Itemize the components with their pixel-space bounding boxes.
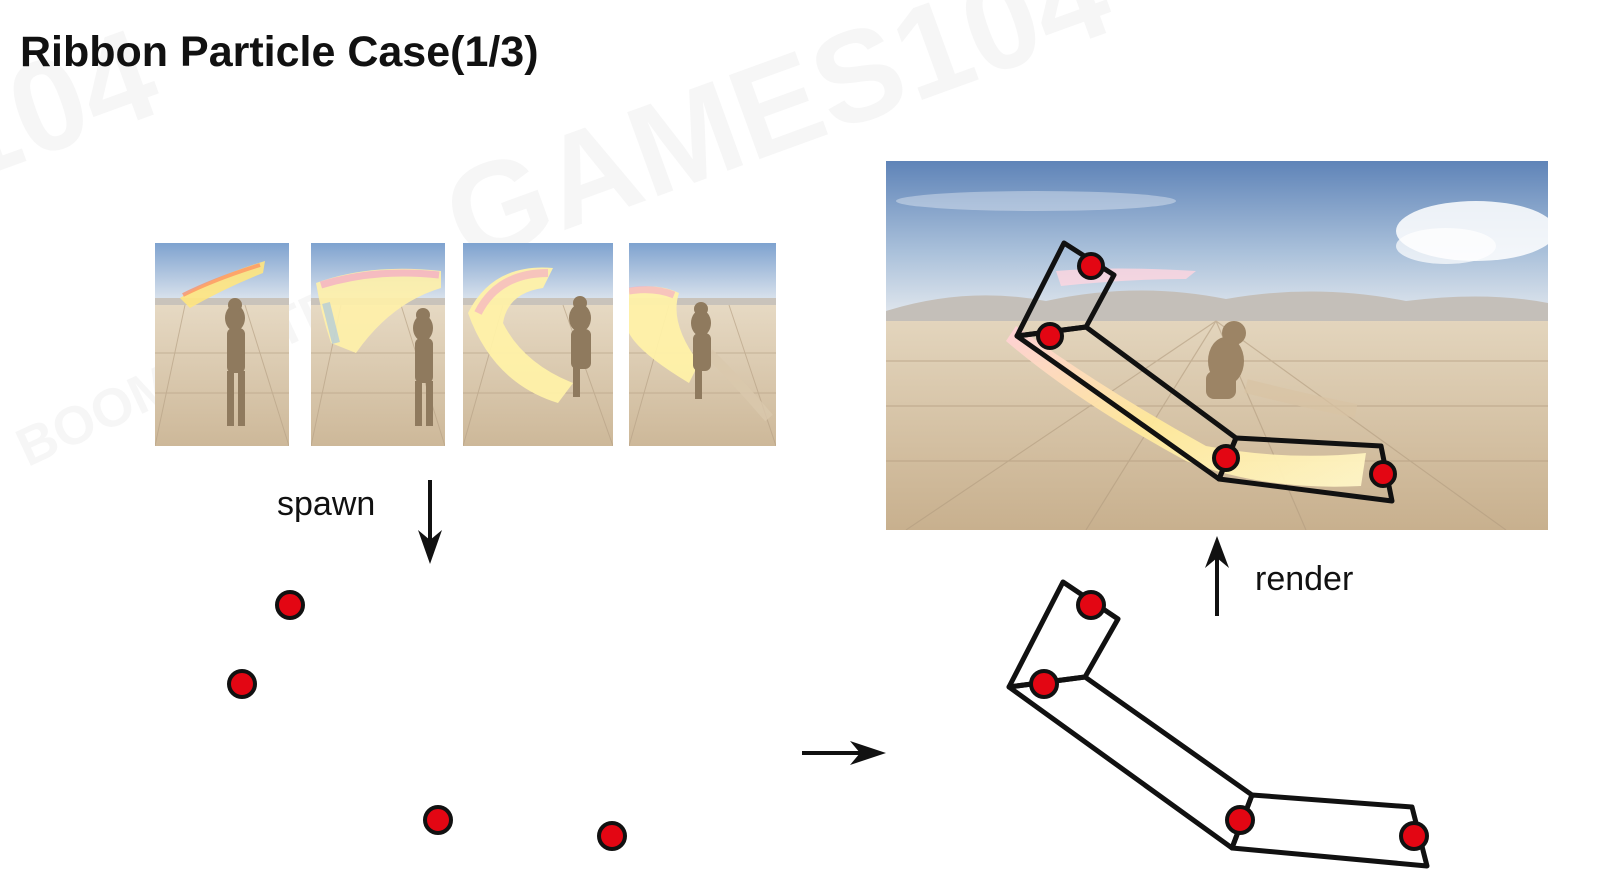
ribbon-particle-1 [1076, 590, 1106, 620]
arrow-up-icon [1205, 536, 1229, 616]
animation-frame-1 [155, 243, 289, 446]
slide-title: Ribbon Particle Case(1/3) [20, 28, 539, 76]
particle-1 [275, 590, 305, 620]
animation-frame-2 [311, 243, 445, 446]
spawn-label: spawn [277, 485, 376, 523]
animation-frame-3 [463, 243, 613, 446]
animation-frame-4 [629, 243, 776, 446]
arrow-right-icon [802, 741, 886, 765]
ribbon-particle-2 [1029, 669, 1059, 699]
particle-3 [423, 805, 453, 835]
arrow-down-icon [418, 480, 442, 564]
ribbon-particle-4 [1399, 821, 1429, 851]
particle-4 [597, 821, 627, 851]
particle-2 [227, 669, 257, 699]
rendered-ribbon-scene [886, 161, 1548, 530]
render-label: render [1255, 560, 1354, 598]
ribbon-particle-3 [1225, 805, 1255, 835]
